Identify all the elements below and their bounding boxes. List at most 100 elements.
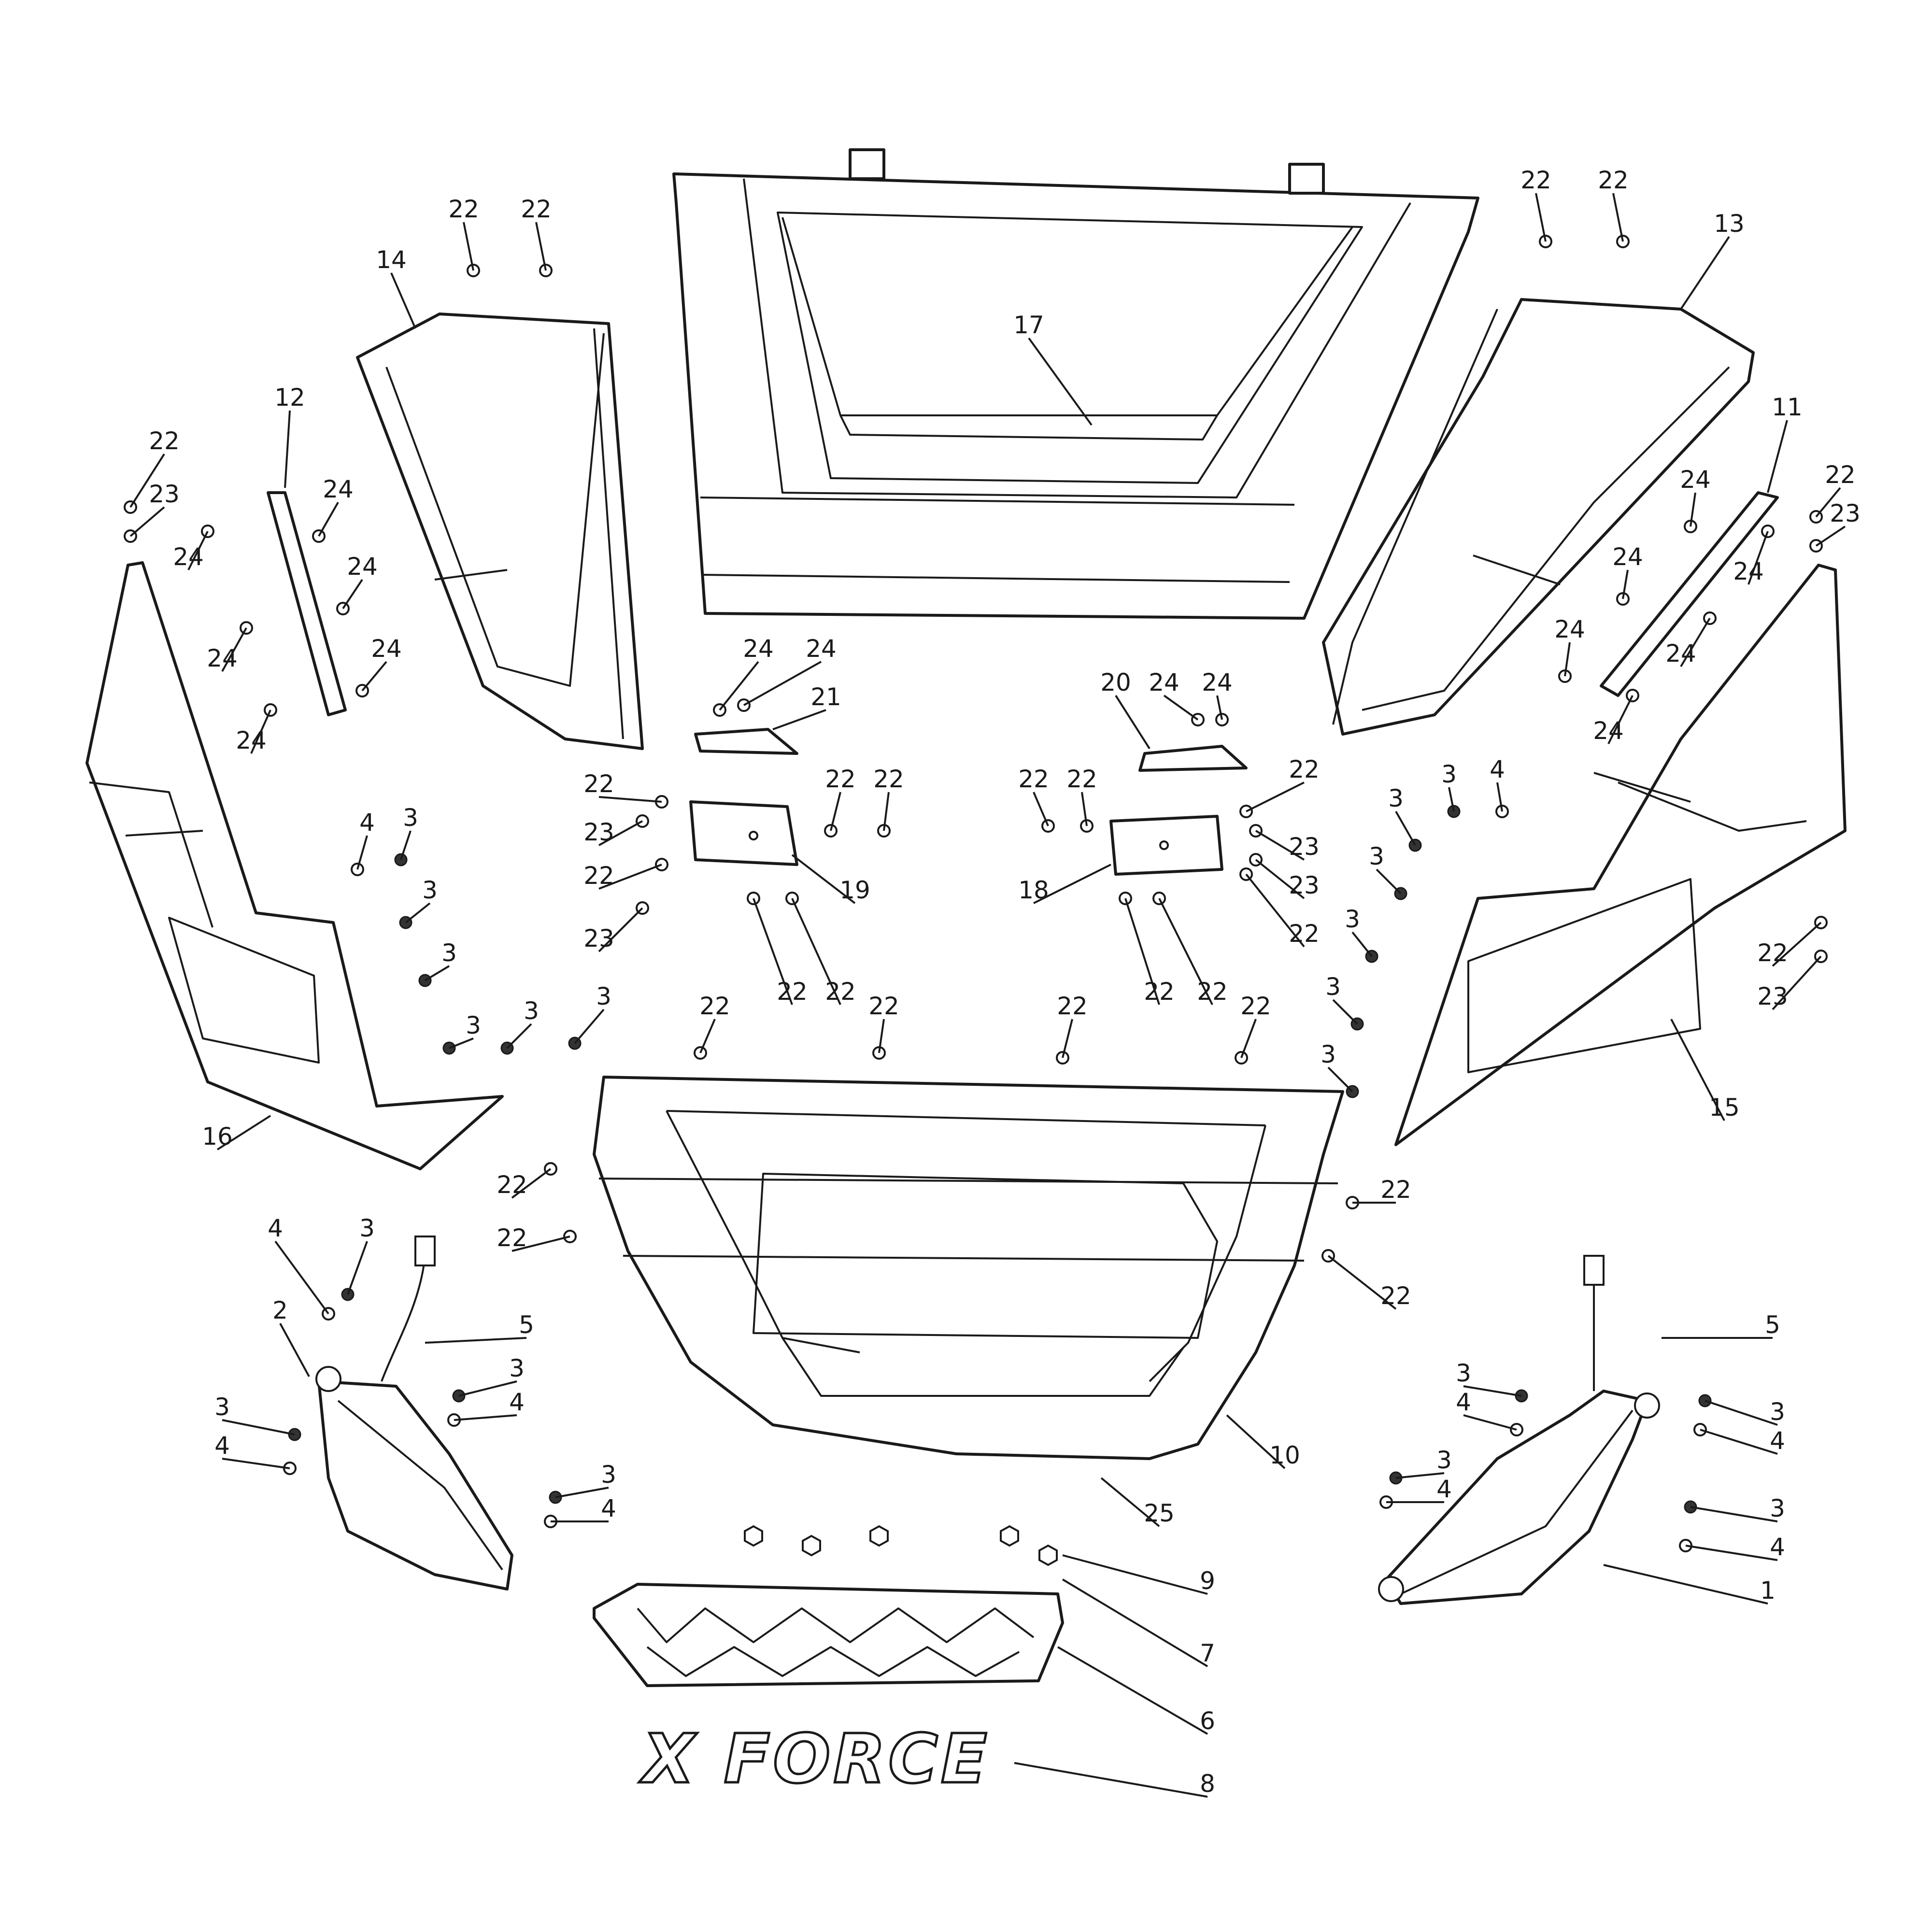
callout-24-bolt: 24 [323,475,354,503]
callout-24-bolt: 24 [1149,668,1179,696]
callout-22-bolt: 22 [868,992,899,1020]
leader-line-23 [1255,830,1305,861]
leader-line-24 [1607,695,1634,744]
leader-line-3 [1705,1400,1778,1426]
callout-22-bolt: 22 [1289,920,1320,948]
leader-line-4 [1496,782,1503,812]
leader-line-4 [356,835,368,870]
emblem-text: X FORCE [639,1720,990,1799]
leader-line-18 [1033,864,1111,904]
callout-4-bolt: 4 [268,1214,283,1242]
callout-3-nut: 3 [214,1393,230,1421]
leader-line-9 [1062,1554,1208,1595]
callout-9-screw: 9 [1200,1567,1215,1595]
clip-nut [869,1525,889,1547]
leader-line-22 [511,1236,570,1252]
leader-line-21 [772,709,826,730]
callout-4-bolt: 4 [359,809,375,837]
callout-22-bolt: 22 [448,195,479,223]
leader-line-22 [1081,792,1088,826]
leader-line-24 [342,579,363,610]
callout-3-nut: 3 [359,1214,375,1242]
leader-line-22 [1612,193,1624,242]
callout-22-bolt: 22 [1057,992,1088,1020]
leader-line-12 [284,410,291,488]
callout-13-right-fender-panel: 13 [1714,210,1745,238]
leader-line-10 [1226,1414,1286,1469]
callout-5-screw: 5 [519,1311,534,1339]
left-mount-plate [689,800,798,866]
callout-3-nut: 3 [1770,1494,1785,1522]
callout-24-bolt: 24 [1665,639,1696,668]
front-grille [593,1583,1064,1687]
leader-line-22 [878,1019,885,1053]
callout-22-bolt: 22 [149,427,180,455]
leader-line-3 [1351,931,1373,957]
leader-line-14 [390,272,416,329]
hood [672,148,1479,620]
callout-16-left-side-panel: 16 [202,1122,233,1151]
x-force-emblem: X FORCE [638,1719,990,1800]
leader-line-24 [1680,617,1711,668]
callout-24-bolt: 24 [236,726,267,754]
leader-line-3 [405,902,431,923]
leader-line-4 [274,1240,329,1315]
callout-22-bolt: 22 [1598,166,1629,194]
callout-6-front-grille: 6 [1200,1707,1215,1735]
leader-line-6 [1057,1646,1208,1735]
leader-line-22 [791,898,841,1005]
leader-line-22 [1033,792,1049,826]
leader-line-3 [400,830,412,860]
callout-24-bolt: 24 [347,553,378,581]
leader-line-22 [1062,1019,1073,1058]
callout-22-bolt: 22 [1757,939,1788,967]
callout-23-washer: 23 [1757,982,1788,1010]
callout-3-nut: 3 [1441,760,1457,788]
leader-line-3 [1448,787,1455,812]
left-headlight [315,1236,513,1591]
callout-22-bolt: 22 [699,992,730,1020]
leader-line-23 [1772,955,1822,1010]
callout-3-nut: 3 [1321,1040,1336,1068]
callout-5-screw: 5 [1765,1311,1780,1339]
leader-line-22 [1815,487,1841,518]
callout-14-left-fender-panel: 14 [376,246,407,274]
leader-line-17 [1028,337,1093,426]
left-bracket-rail [267,491,347,716]
callout-24-bolt: 24 [1733,557,1764,585]
callout-4-bolt: 4 [1456,1388,1471,1416]
leader-line-4 [454,1414,517,1421]
leader-line-22 [1772,922,1822,967]
leader-line-24 [1564,642,1571,677]
callout-3-nut: 3 [509,1354,525,1382]
callout-8-x-force-emblem: 8 [1200,1770,1215,1798]
leader-line-16 [216,1115,271,1151]
callout-22-bolt: 22 [777,978,808,1006]
leader-line-4 [1685,1545,1778,1561]
leader-line-24 [719,661,759,711]
clip-nut [744,1525,763,1547]
callout-17-hood: 17 [1013,311,1044,339]
leader-line-22 [699,1019,716,1053]
callout-22-bolt: 22 [1380,1282,1411,1310]
callout-3-nut: 3 [596,982,611,1010]
leader-line-23 [129,506,165,537]
leader-lines [129,193,1846,1798]
callout-4-bolt: 4 [1436,1475,1452,1503]
callout-11-right-bracket-rail: 11 [1772,393,1803,421]
leader-line-22 [598,864,662,890]
right-side-panel [1394,564,1847,1146]
leader-line-3 [555,1487,609,1498]
leader-line-22 [535,222,547,271]
leader-line-22 [883,792,890,831]
callout-22-bolt: 22 [583,770,614,798]
callout-22-bolt: 22 [497,1171,527,1199]
leader-line-22 [1327,1255,1397,1310]
callout-4-bolt: 4 [214,1432,230,1460]
clip-nut [1000,1525,1019,1547]
callout-23-washer: 23 [1289,833,1320,861]
leader-line-22 [1535,193,1547,242]
callout-22-bolt: 22 [583,862,614,890]
callout-23-washer: 23 [583,924,614,952]
leader-line-22 [598,796,662,803]
